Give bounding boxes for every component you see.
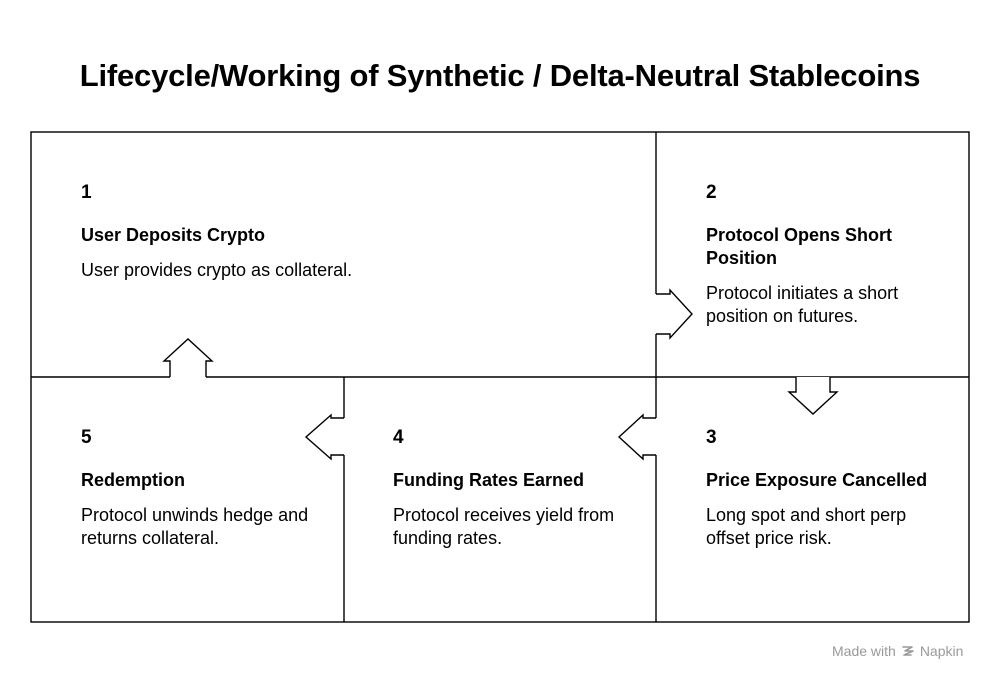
- napkin-logo-icon: [902, 646, 914, 656]
- step-4-heading: Funding Rates Earned: [393, 470, 585, 490]
- step-5-number: 5: [81, 427, 92, 448]
- step-2-number: 2: [706, 182, 717, 203]
- step-3-card: 3 Price Exposure Cancelled Long spot and…: [706, 427, 936, 550]
- step-1-description: User provides crypto as collateral.: [81, 260, 353, 280]
- step-5-description: Protocol unwinds hedge and returns colla…: [81, 505, 309, 548]
- watermark-brand: Napkin: [919, 643, 964, 659]
- watermark-made-with: Made with: [832, 643, 896, 659]
- step-1-card: 1 User Deposits Crypto User provides cry…: [81, 182, 621, 282]
- step-1-heading: User Deposits Crypto: [81, 225, 266, 245]
- arrow-down-icon: [787, 377, 839, 415]
- step-4-number: 4: [393, 427, 404, 448]
- step-4-description: Protocol receives yield from funding rat…: [393, 505, 615, 548]
- step-5-heading: Redemption: [81, 470, 186, 490]
- arrow-left-icon-center: [617, 413, 656, 461]
- step-1-number: 1: [81, 182, 92, 203]
- step-2-card: 2 Protocol Opens Short Position Protocol…: [706, 182, 946, 328]
- arrow-left-icon-left: [304, 413, 344, 461]
- step-3-heading: Price Exposure Cancelled: [706, 470, 928, 490]
- arrow-up-icon: [162, 338, 214, 377]
- step-3-description: Long spot and short perp offset price ri…: [706, 505, 907, 548]
- step-3-number: 3: [706, 427, 717, 448]
- step-5-card: 5 Redemption Protocol unwinds hedge and …: [81, 427, 311, 550]
- step-4-card: 4 Funding Rates Earned Protocol receives…: [393, 427, 623, 550]
- arrow-right-icon: [656, 288, 693, 340]
- step-2-heading: Protocol Opens Short Position: [706, 225, 893, 268]
- step-2-description: Protocol initiates a short position on f…: [706, 283, 899, 326]
- napkin-watermark[interactable]: Made with Napkin: [832, 643, 963, 659]
- diagram-title: Lifecycle/Working of Synthetic / Delta-N…: [79, 58, 921, 93]
